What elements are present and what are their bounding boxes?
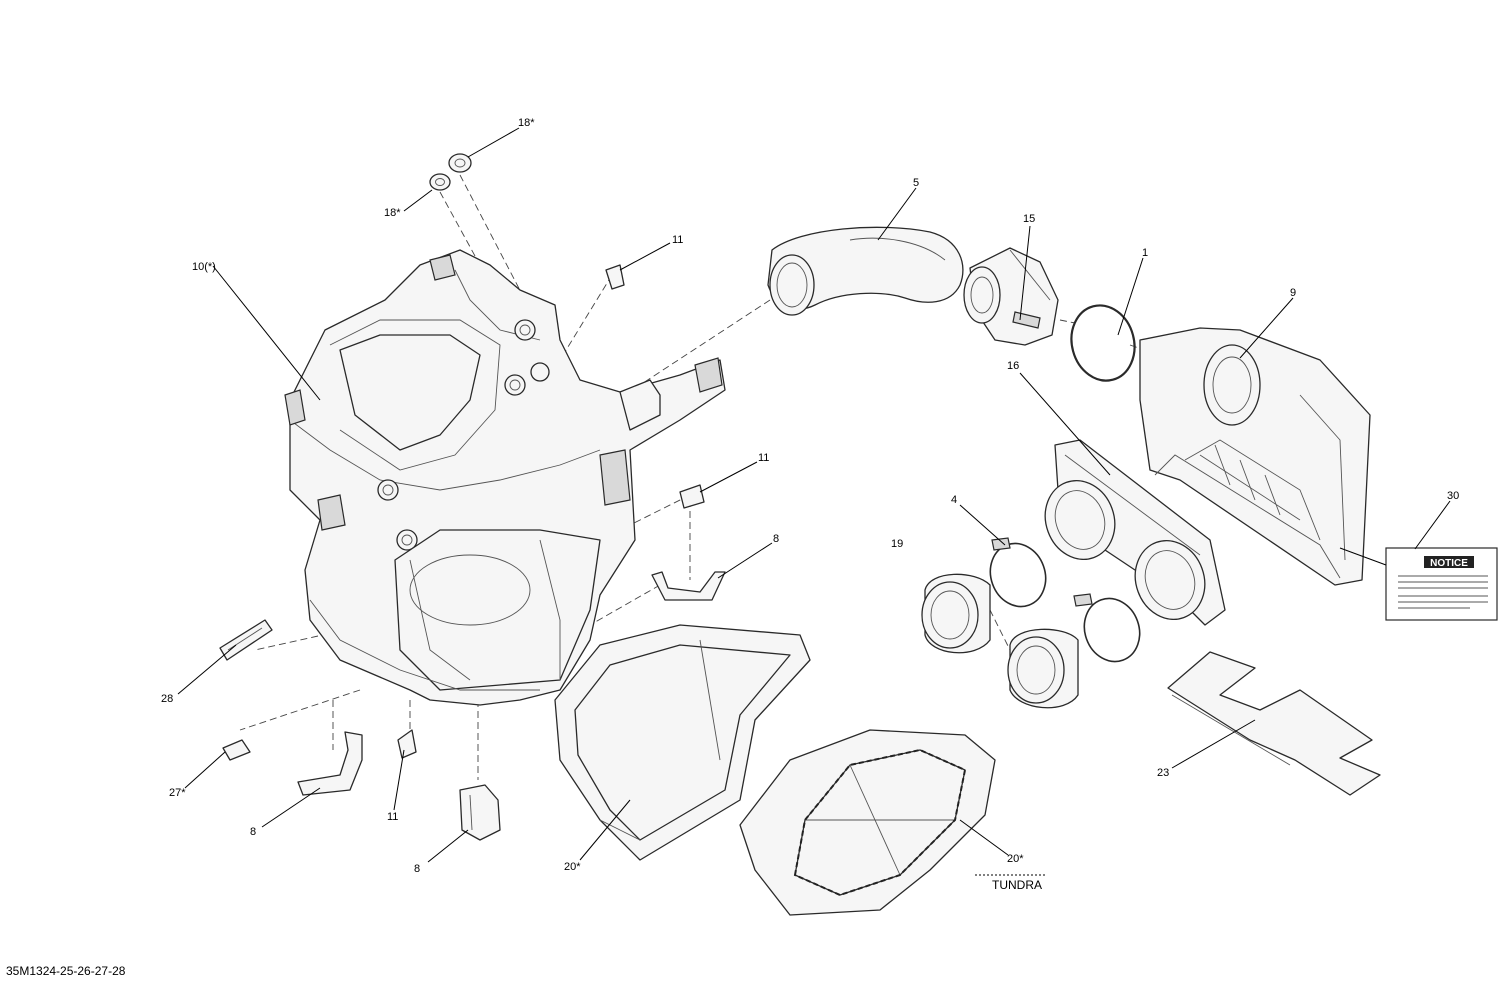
- intake-tube: [767, 226, 964, 316]
- deflector-plate: [1167, 651, 1381, 796]
- callout-labels: 18* 18* 11 10(*) 5 15 1 9 11 16 4 19 30 …: [161, 117, 1459, 875]
- callout-8-left: 8: [250, 826, 256, 838]
- callout-23: 23: [1157, 767, 1169, 779]
- callout-19: 19: [891, 538, 903, 550]
- drawing-number: 35M1324-25-26-27-28: [6, 964, 126, 978]
- callout-9: 9: [1290, 287, 1296, 299]
- callout-11-top: 11: [672, 234, 683, 246]
- callout-20-left: 20*: [564, 861, 581, 873]
- notice-heading: NOTICE: [1430, 558, 1468, 569]
- callout-30: 30: [1447, 490, 1459, 502]
- rubber-couplings: [921, 573, 1079, 709]
- callout-18-upper: 18*: [518, 117, 535, 129]
- callout-8-bottom: 8: [414, 863, 420, 875]
- outlet-adaptor: [963, 247, 1059, 346]
- notice-sticker: NOTICE: [1385, 547, 1498, 621]
- callout-5: 5: [913, 177, 919, 189]
- callout-11-bottom: 11: [387, 811, 398, 823]
- airbox-housing: [284, 249, 726, 706]
- bracket-parts: [297, 571, 726, 841]
- grommet-parts: [429, 153, 472, 191]
- callout-4: 4: [951, 494, 957, 506]
- o-ring: [1070, 304, 1136, 382]
- callout-1: 1: [1142, 247, 1148, 259]
- hose-clamps: [989, 537, 1141, 663]
- air-filters: [554, 624, 996, 916]
- callout-15: 15: [1023, 213, 1035, 225]
- callout-10: 10(*): [192, 261, 216, 273]
- callout-8-right: 8: [773, 533, 779, 545]
- callout-27: 27*: [169, 787, 186, 799]
- callout-20-right: 20*: [1007, 853, 1024, 865]
- clip-parts: [397, 264, 705, 759]
- callout-leaders: [177, 127, 1451, 876]
- silencer: [1139, 327, 1371, 586]
- twin-outlet-plate: [1044, 439, 1226, 626]
- callout-16: 16: [1007, 360, 1019, 372]
- callout-18-lower: 18*: [384, 207, 401, 219]
- callout-28: 28: [161, 693, 173, 705]
- label-parts: [219, 619, 273, 761]
- variant-label: TUNDRA: [992, 878, 1042, 892]
- callout-11-middle: 11: [758, 452, 769, 464]
